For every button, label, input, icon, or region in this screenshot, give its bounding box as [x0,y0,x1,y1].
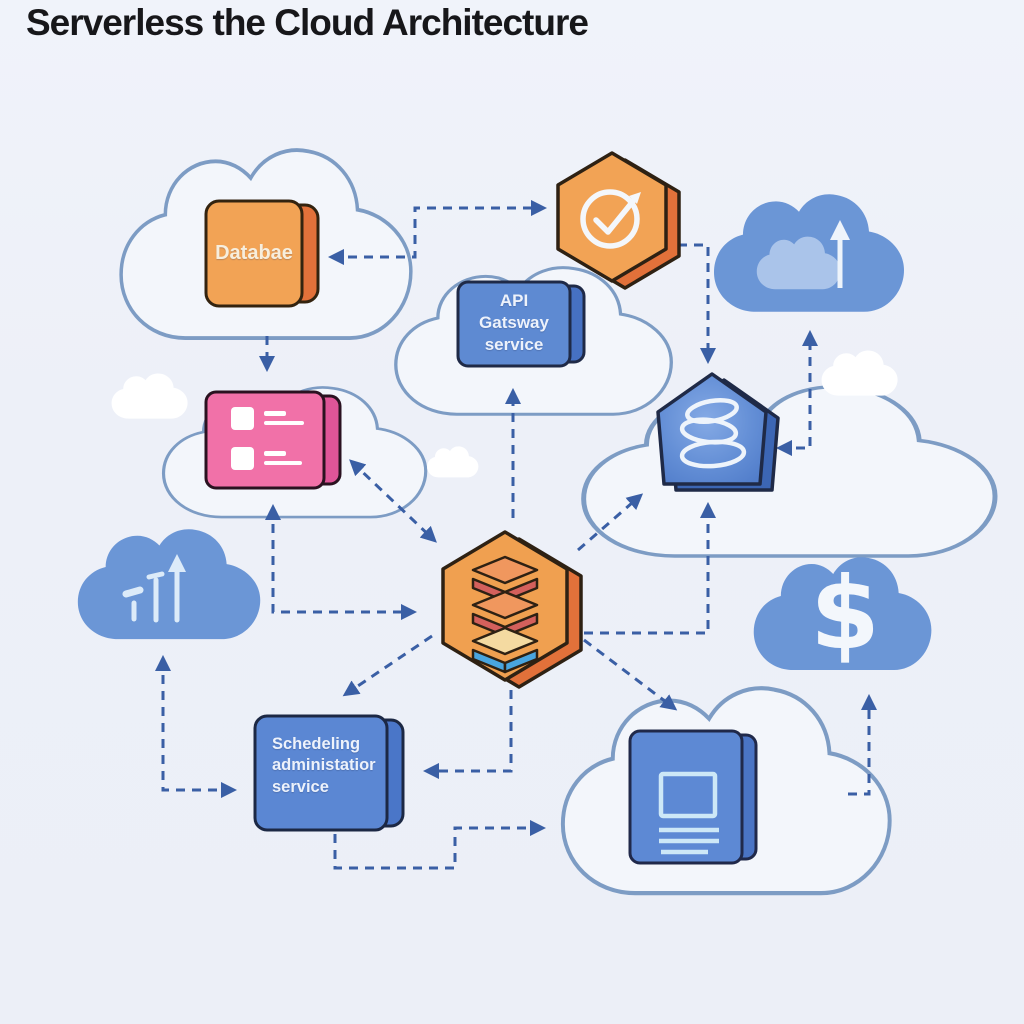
check-circle-arrow-icon [580,189,641,249]
edge-check-to-database [327,199,548,266]
checklist-icon [231,407,304,470]
api-gateway-node [456,280,586,368]
layers-hexagon-node [441,530,583,689]
edge-hexagon-to-pentagon-diagonal [577,493,644,552]
white-cloud-middle [427,446,479,478]
database-node [204,199,320,308]
dollar-icon: $ [810,555,880,672]
edge-metrics-scheduler-elbow [154,654,238,799]
scheduler-node [253,714,405,832]
edge-tasklist-hexagon-elbow [264,503,418,621]
edge-check-to-pentagon [678,243,717,365]
document-node [628,729,758,865]
edge-hexagon-to-scheduler-diagonal [342,634,433,697]
cost-cloud-node: $ [753,555,932,672]
task-list-node [204,390,342,490]
edge-hexagon-to-doccloud [583,638,678,711]
metrics-cloud-node [77,529,261,640]
page-title: Serverless the Cloud Architecture [26,2,589,43]
document-icon [658,771,719,855]
check-hexagon-node [556,151,681,290]
storage-pentagon-node [656,372,780,492]
cloud-upload-icon [830,220,850,288]
edge-tasklist-hexagon-diagonal [349,459,437,543]
storage-cloud [584,387,995,556]
growth-chart-icon [122,554,186,623]
filled-clouds: $ [77,194,932,672]
edge-hexagon-to-scheduler-elbow [422,690,513,780]
edge-scheduler-to-doccloud [333,819,547,870]
api-gateway-label: API Gatsway service [479,291,549,355]
edge-hexagon-to-pentagon-elbow [584,501,717,635]
stacked-layers-icon [471,555,539,674]
stacked-disks-icon [679,397,747,469]
white-cloud-left [111,373,188,419]
connector-arrows [154,199,878,870]
upload-cloud-node [714,194,904,312]
white-cloud-right [821,350,898,396]
edge-doccloud-to-cost [848,693,878,796]
scheduler-label: Schedeling administatior service [272,735,376,796]
database-label: Databae [215,242,293,264]
